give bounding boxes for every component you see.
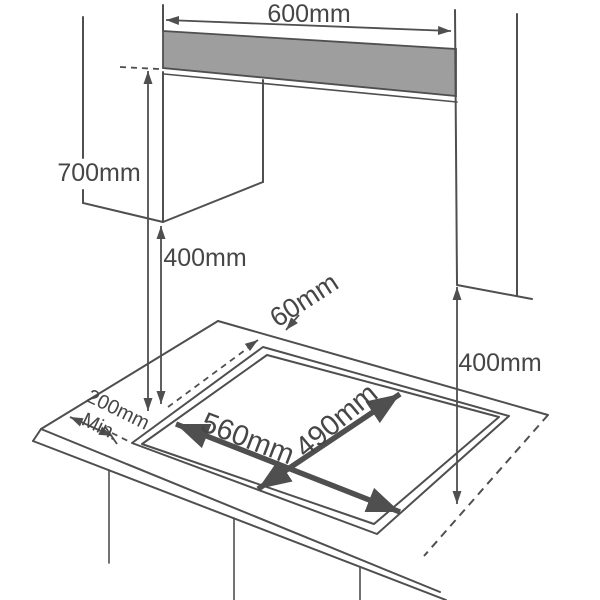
counter-front-bottom-edge (32, 440, 447, 600)
dim-hood-height: 700mm (57, 71, 153, 411)
hood-height-label: 700mm (57, 159, 140, 187)
cooker-hood-band (162, 30, 458, 103)
dim-hood-width: 600mm (165, 0, 452, 35)
counter-front-top-edge (40, 428, 441, 593)
cabinet-bottom-edge (162, 181, 264, 223)
hood-width-label: 600mm (267, 0, 350, 28)
side-gap-end-tick (105, 427, 118, 445)
counter-right-edge-hidden (423, 414, 549, 557)
dim-right-clearance: 400mm (452, 287, 542, 504)
left-wall-cabinet (162, 71, 264, 223)
cutout-corner-dashed-connector (111, 432, 131, 443)
counter-back-left-edge (40, 320, 219, 430)
dim-rear-gap: 60mm (244, 267, 344, 352)
cutout-depth-label: 490mm (289, 377, 384, 464)
cutout-edge-dashed-extension (167, 341, 257, 408)
hood-bottom-lip (163, 73, 458, 103)
counter-left-cap (32, 428, 42, 442)
wall-lines (82, 4, 533, 300)
rear-gap-label: 60mm (264, 267, 343, 333)
dim-cutout-width: 560mm (174, 407, 402, 515)
right-wall-inner-edge (454, 9, 458, 285)
right-clearance-label: 400mm (458, 349, 541, 377)
left-wall-edge (82, 16, 164, 223)
cutout-width-label: 560mm (197, 407, 299, 472)
right-cabinet-bottom-edge (456, 284, 533, 300)
hood-bottom-dashed-extension (119, 66, 160, 70)
counter-back-right-edge (217, 320, 549, 416)
dim-left-clearance: 400mm (156, 226, 247, 404)
left-clearance-label: 400mm (163, 244, 246, 272)
